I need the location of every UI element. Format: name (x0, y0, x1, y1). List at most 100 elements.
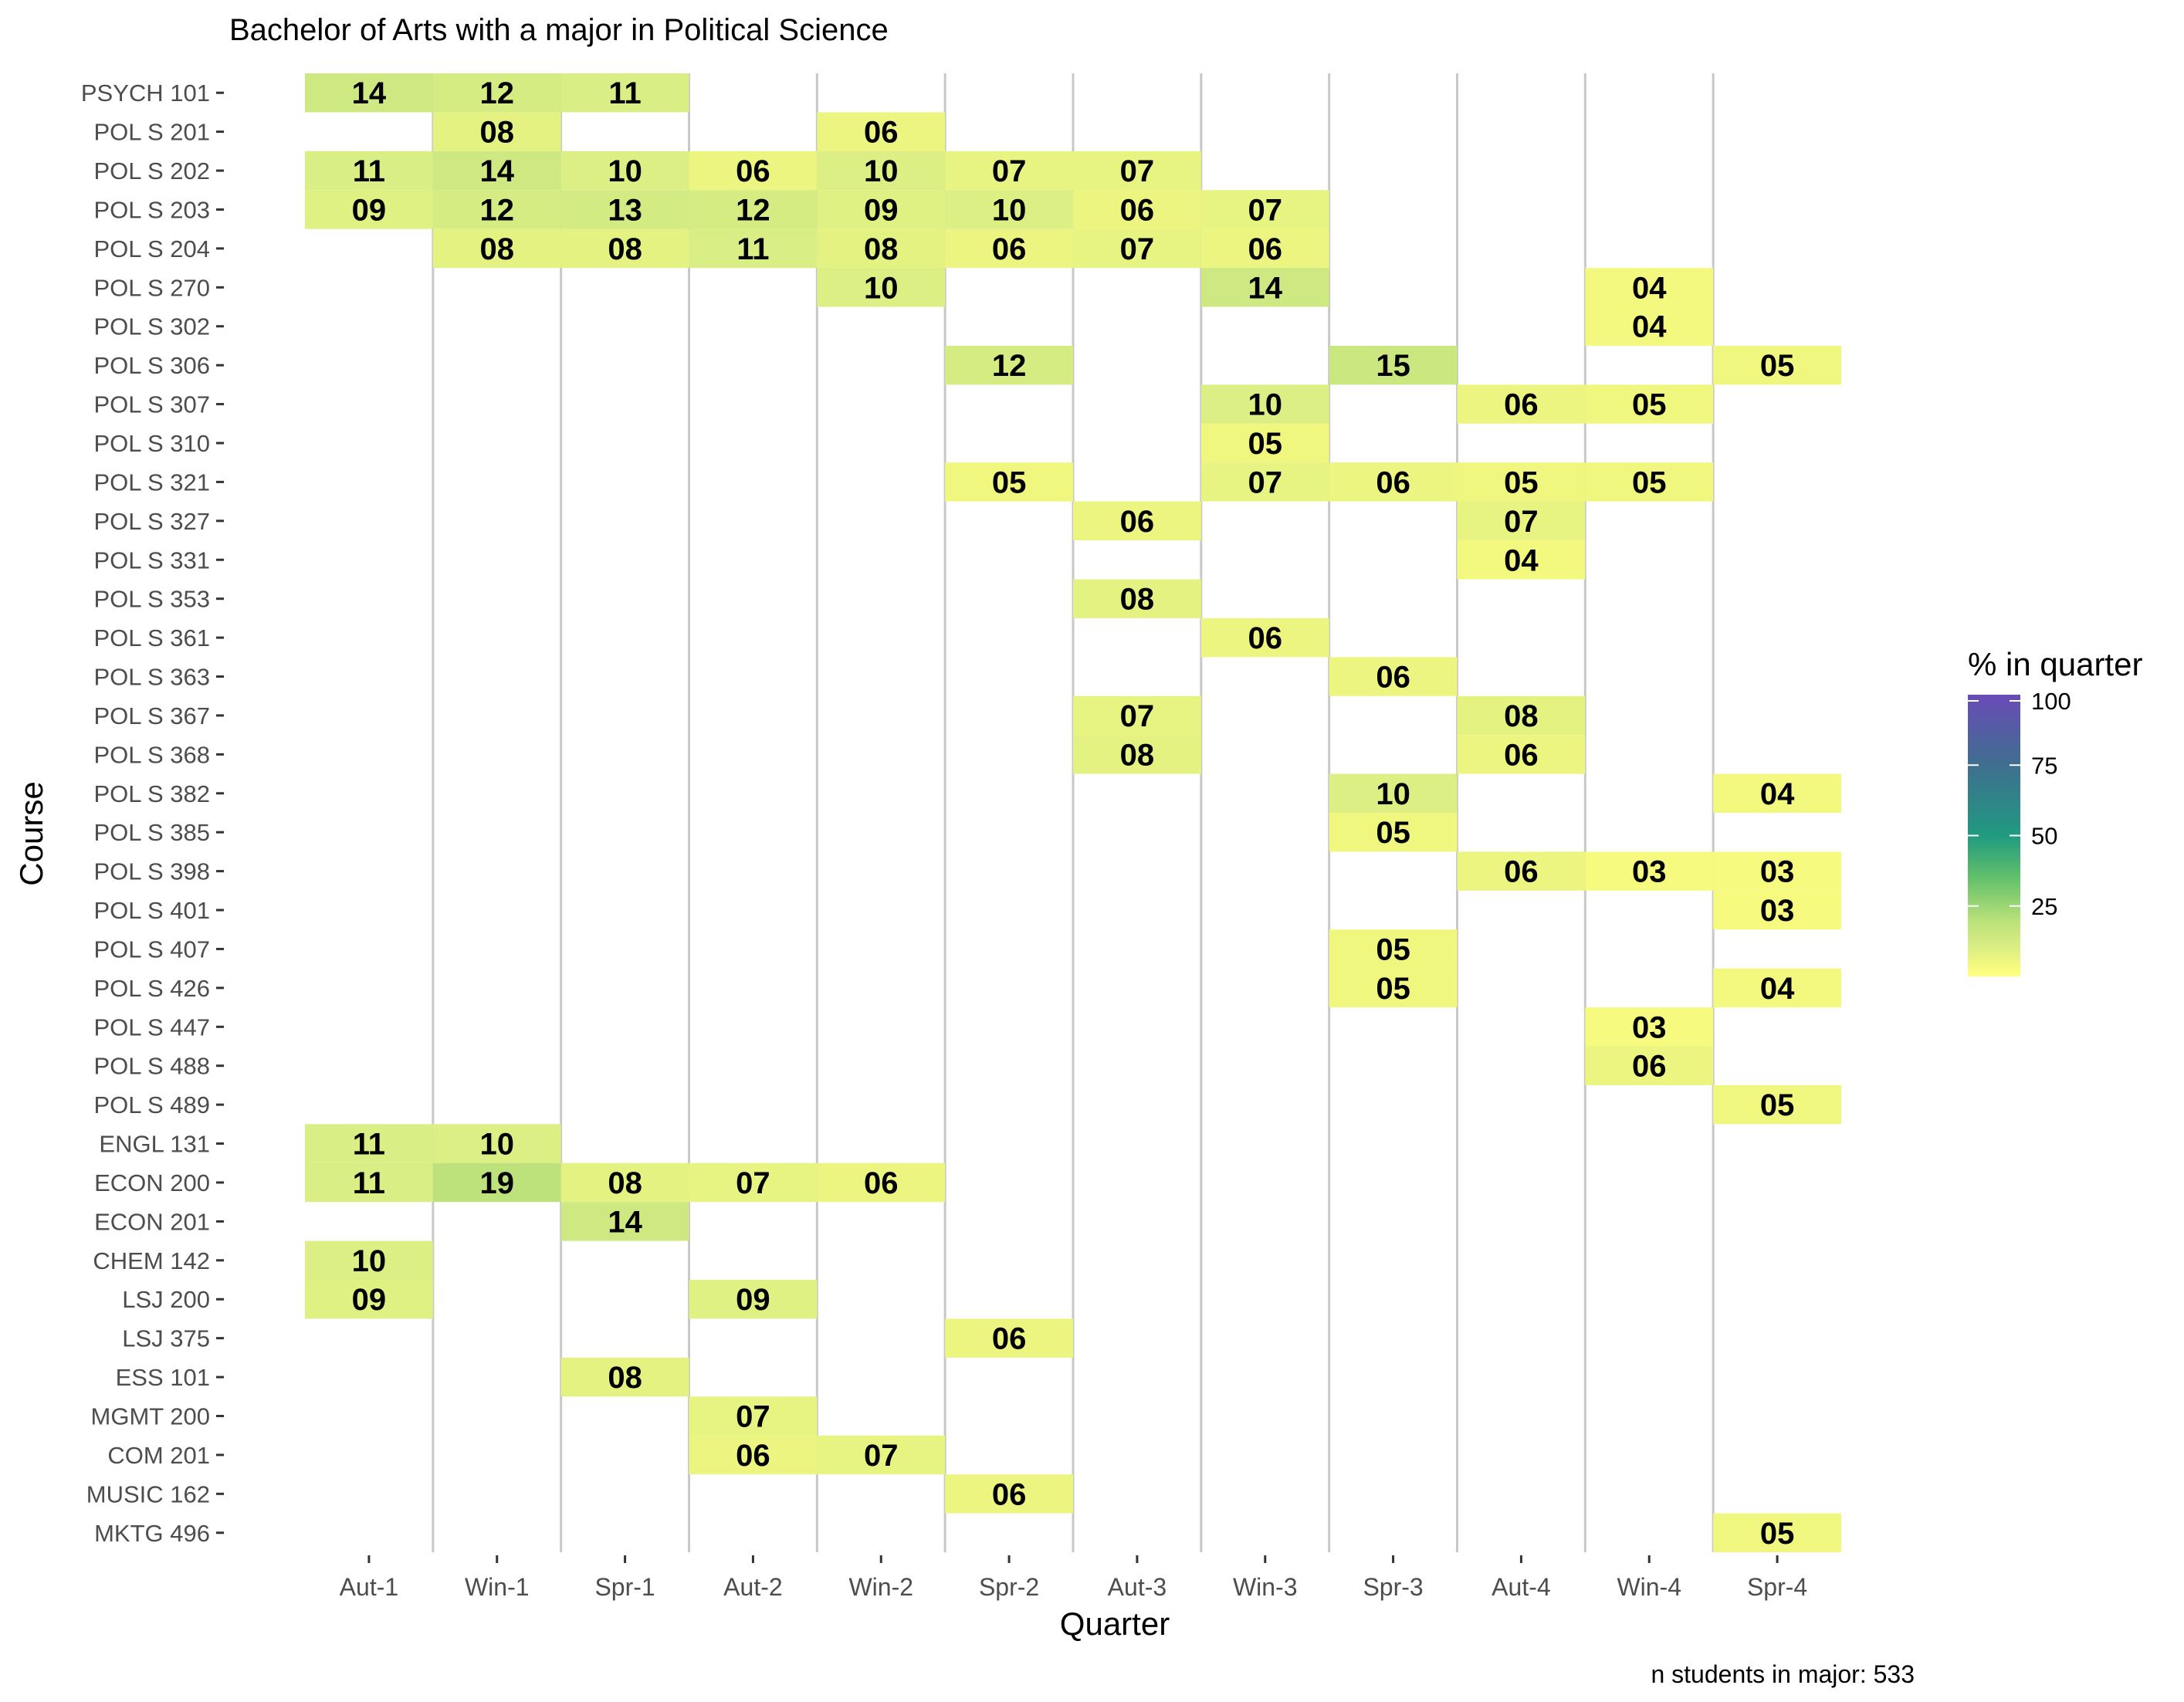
cell-value-label: 06 (1504, 738, 1539, 772)
heatmap-cell (945, 190, 1073, 229)
y-tick-label: POL S 307 (93, 391, 210, 418)
cell-value-label: 05 (1504, 465, 1539, 499)
heatmap-cell (1200, 462, 1329, 502)
x-tick-label: Aut-2 (723, 1573, 782, 1601)
heatmap-cell (1200, 384, 1329, 424)
heatmap-cell (560, 1357, 689, 1397)
cell-value-label: 09 (864, 193, 899, 227)
heatmap-cell (1713, 968, 1841, 1008)
x-tick-label: Win-2 (848, 1573, 913, 1601)
cell-value-label: 09 (736, 1283, 770, 1317)
heatmap-cell (1200, 618, 1329, 658)
cell-value-label: 06 (736, 1439, 770, 1473)
heatmap-cell (1457, 462, 1586, 502)
y-tick-label: MUSIC 162 (86, 1480, 210, 1507)
cell-value-label: 07 (1120, 154, 1155, 188)
heatmap-cell (1585, 306, 1714, 346)
heatmap-cell (817, 268, 946, 307)
cell-value-label: 08 (1504, 699, 1539, 733)
cell-value-label: 07 (992, 154, 1027, 188)
cell-value-label: 07 (1248, 465, 1283, 499)
heatmap-cell (689, 1280, 818, 1319)
heatmap-cell (1073, 190, 1201, 229)
cell-value-label: 06 (1376, 465, 1410, 499)
cell-value-label: 08 (480, 116, 515, 150)
heatmap-cell (432, 151, 561, 191)
heatmap-cell (1329, 929, 1458, 969)
cell-value-label: 12 (992, 349, 1027, 383)
x-axis-title: Quarter (1060, 1606, 1170, 1642)
heatmap-cell (1585, 268, 1714, 307)
heatmap-cell (305, 73, 433, 113)
cell-value-label: 04 (1504, 543, 1539, 577)
heatmap-cell (305, 1240, 433, 1281)
y-tick-label: MGMT 200 (91, 1403, 210, 1430)
legend-title: % in quarter (1968, 646, 2142, 682)
heatmap-cell (432, 190, 561, 229)
cell-value-label: 04 (1760, 777, 1795, 811)
y-tick-label: LSJ 200 (122, 1286, 210, 1313)
y-tick-label: POL S 201 (93, 119, 210, 146)
cell-value-label: 03 (1760, 855, 1795, 889)
heatmap-cell (432, 228, 561, 269)
heatmap-cell (1329, 657, 1458, 696)
heatmap-cell (1073, 151, 1201, 191)
y-tick-label: POL S 270 (93, 274, 210, 301)
heatmap-cell (945, 462, 1073, 502)
cell-value-label: 05 (1248, 427, 1283, 461)
y-tick-label: POL S 306 (93, 352, 210, 379)
cell-value-label: 14 (480, 154, 515, 188)
heatmap-cell (817, 112, 946, 151)
cell-value-label: 10 (1376, 777, 1410, 811)
heatmap-cell (1329, 968, 1458, 1008)
y-tick-label: POL S 327 (93, 508, 210, 535)
cell-value-label: 12 (480, 76, 515, 110)
heatmap-cell (817, 1162, 946, 1203)
heatmap-cell (689, 190, 818, 229)
heatmap-cell (1329, 462, 1458, 502)
cell-value-label: 10 (864, 154, 899, 188)
y-tick-label: ESS 101 (116, 1364, 210, 1391)
cell-value-label: 05 (1760, 1517, 1795, 1551)
y-tick-label: POL S 310 (93, 430, 210, 457)
x-tick-label: Win-4 (1617, 1573, 1681, 1601)
heatmap-cell (689, 1435, 818, 1475)
heatmap-cell (945, 228, 1073, 269)
heatmap-cell (1713, 851, 1841, 891)
cell-value-label: 04 (1632, 271, 1667, 305)
cell-value-label: 06 (864, 116, 899, 150)
heatmap-cell (560, 1202, 689, 1241)
heatmap-cell (1329, 812, 1458, 852)
heatmap-cell (1585, 384, 1714, 424)
heatmap-cell (817, 1435, 946, 1475)
heatmap-cell (817, 151, 946, 191)
cell-value-label: 06 (1376, 661, 1410, 695)
y-tick-label: POL S 321 (93, 469, 210, 496)
heatmap-cell (305, 190, 433, 229)
cell-value-label: 06 (1504, 855, 1539, 889)
cell-value-label: 11 (353, 1128, 385, 1162)
heatmap-cell (560, 151, 689, 191)
heatmap-cell (305, 151, 433, 191)
heatmap-cell (1073, 501, 1201, 541)
heatmap-cell (560, 190, 689, 229)
y-tick-label: POL S 331 (93, 546, 210, 574)
y-tick-label: POL S 368 (93, 741, 210, 768)
y-tick-label: POL S 489 (93, 1091, 210, 1118)
heatmap-cell (1073, 579, 1201, 618)
y-tick-label: POL S 385 (93, 819, 210, 846)
heatmap-cell (560, 1162, 689, 1203)
heatmap-cell (1713, 1513, 1841, 1552)
cell-value-label: 10 (480, 1128, 515, 1162)
x-tick-label: Aut-3 (1108, 1573, 1166, 1601)
cell-value-label: 06 (1248, 621, 1283, 655)
heatmap-cell (1073, 695, 1201, 736)
cell-value-label: 05 (1760, 1088, 1795, 1122)
y-tick-label: POL S 401 (93, 897, 210, 924)
cell-value-label: 10 (352, 1244, 387, 1278)
cell-value-label: 10 (864, 271, 899, 305)
